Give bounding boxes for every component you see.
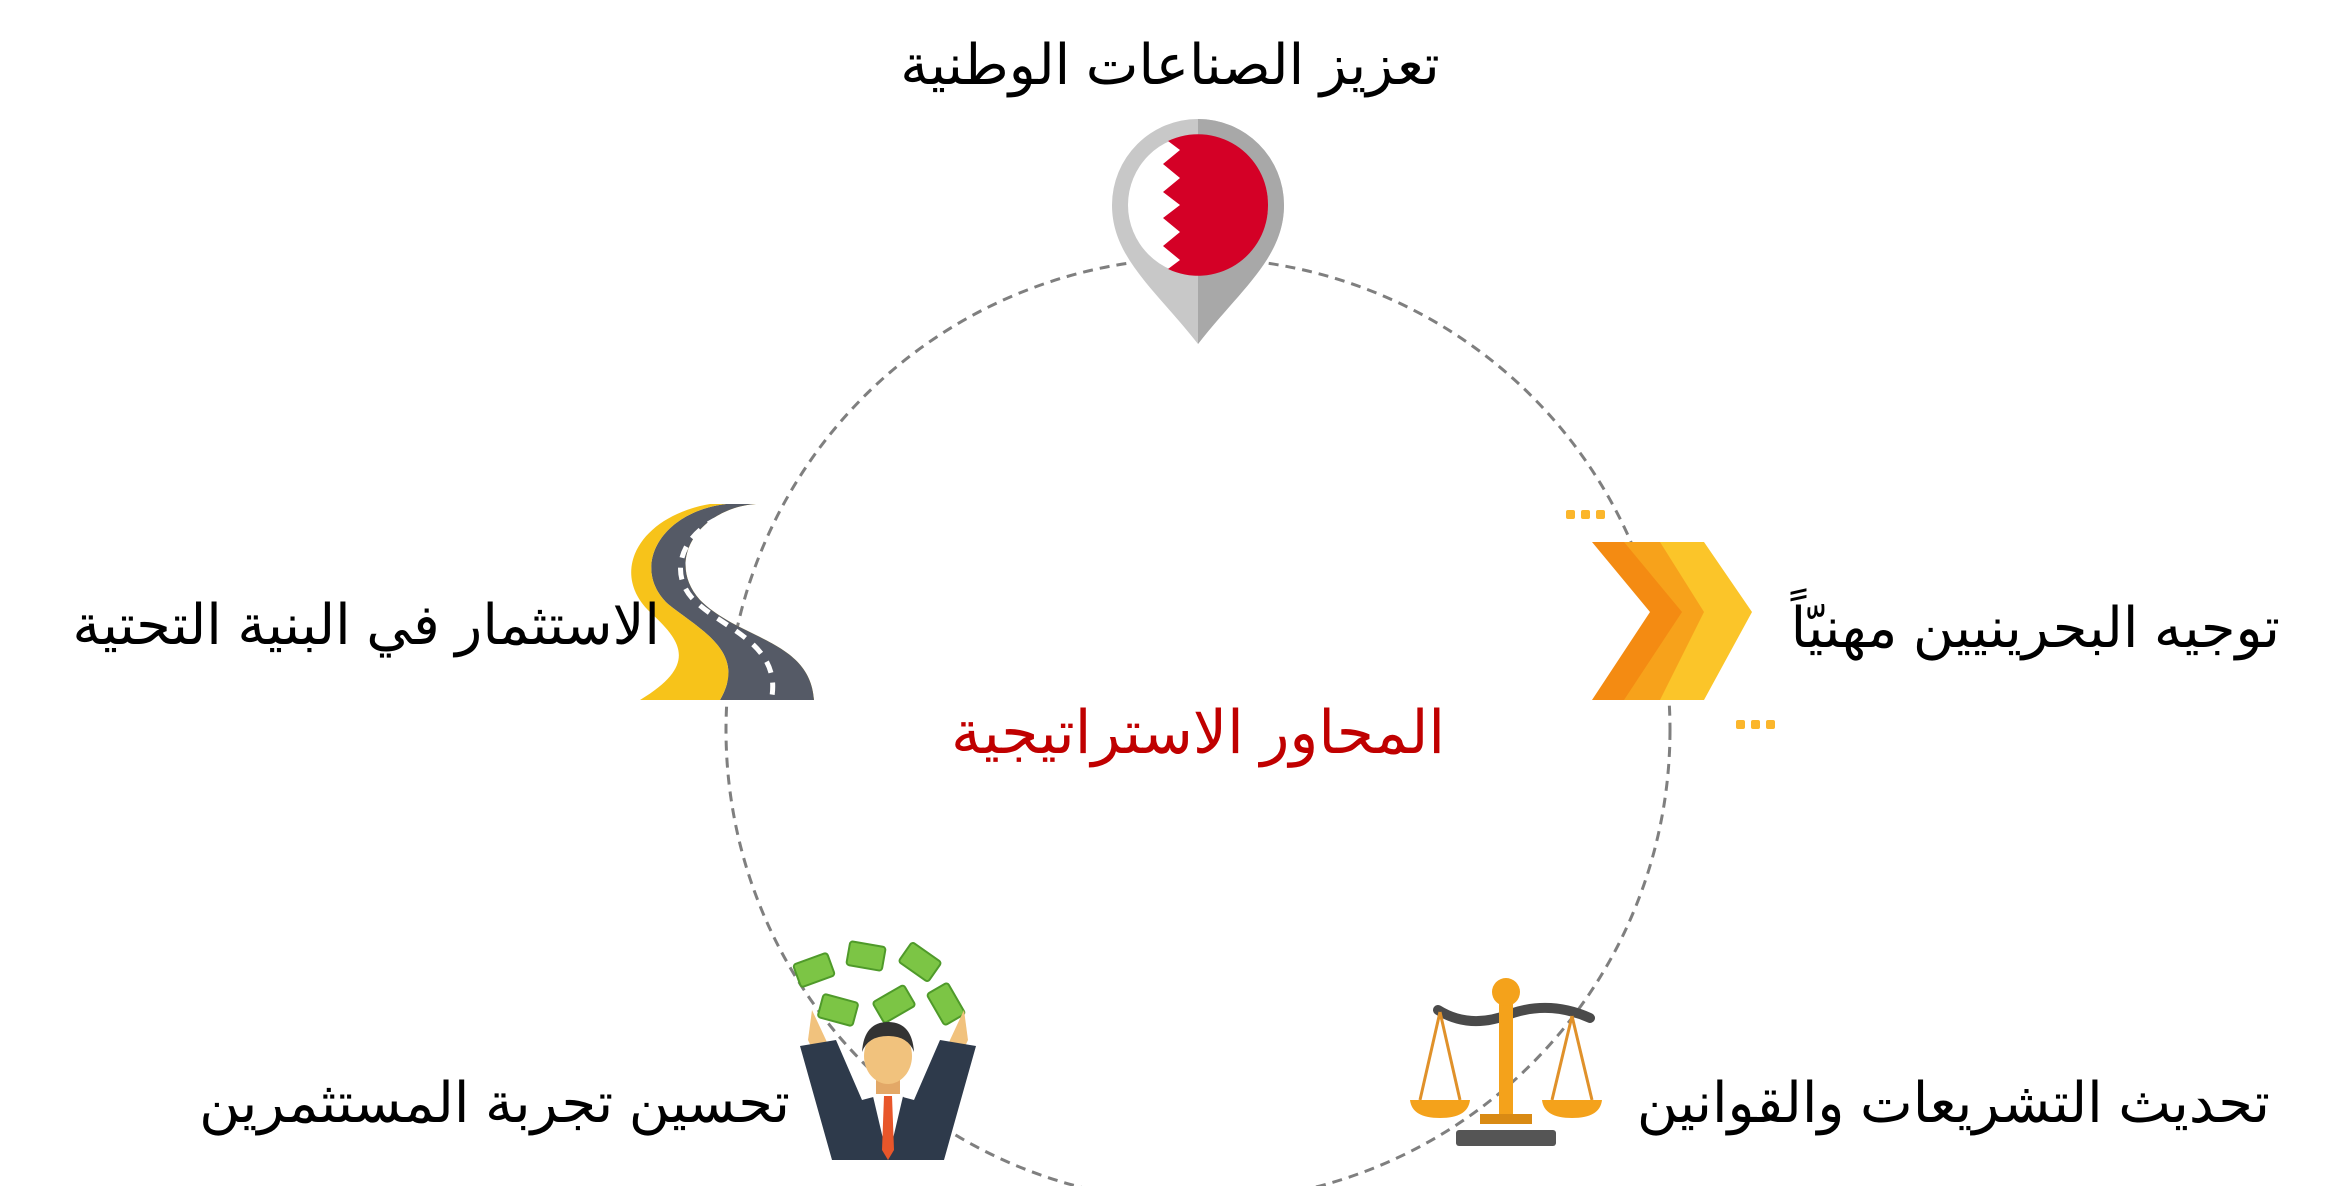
axis-label-bottom-right: تحديث التشريعات والقوانين bbox=[1636, 1071, 2270, 1134]
axis-label-left: الاستثمار في البنية التحتية bbox=[72, 593, 660, 656]
axis-label-top: تعزيز الصناعات الوطنية bbox=[900, 33, 1440, 96]
bahrain-flag-location-pin-icon bbox=[1112, 119, 1284, 344]
axis-label-right: توجيه البحرينيين مهنيّاً bbox=[1790, 596, 2280, 659]
axis-label-bottom-left: تحسين تجربة المستثمرين bbox=[199, 1071, 790, 1134]
businessman-money-icon bbox=[792, 940, 976, 1160]
dashed-cycle-circle bbox=[724, 256, 1672, 1186]
orange-chevron-arrow-icon bbox=[1566, 510, 1775, 729]
center-title: المحاور الاستراتيجية bbox=[950, 699, 1446, 766]
winding-road-icon bbox=[631, 504, 814, 700]
justice-scale-icon bbox=[1410, 978, 1602, 1146]
